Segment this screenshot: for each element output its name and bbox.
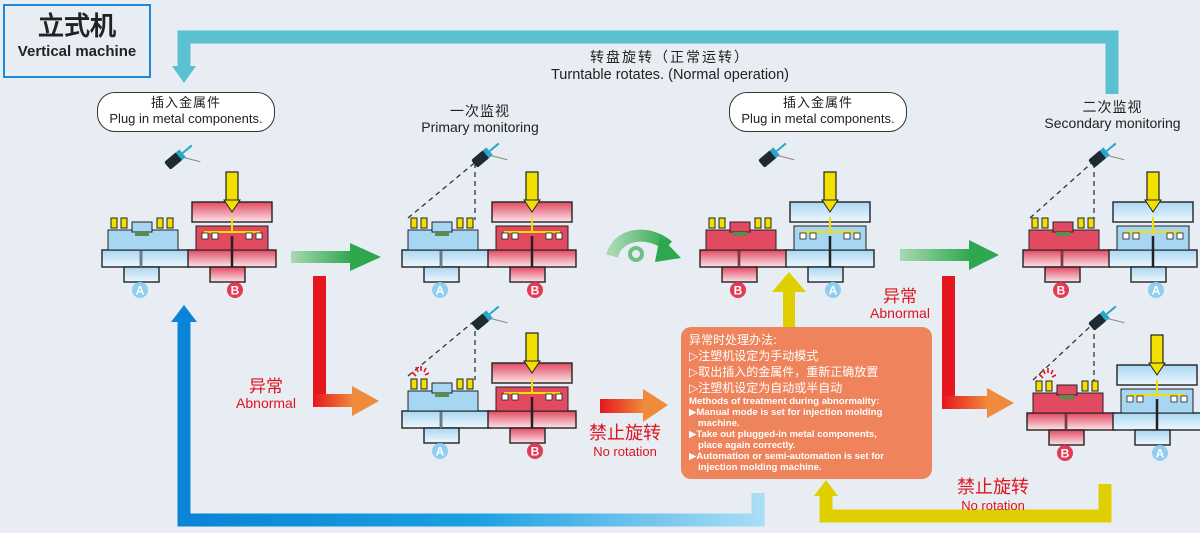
treatment-item-zh: ▷取出插入的金属件，重新正确放置 (689, 365, 879, 379)
abnormal-arrow-2 (942, 276, 1014, 418)
primary-monitoring-label: 一次监视 Primary monitoring (421, 104, 539, 135)
svg-text:A: A (436, 284, 445, 298)
treatment-item-en: ▶Automation or semi-automation is set fo… (689, 451, 885, 462)
lower-mold-b (699, 217, 789, 283)
normal-arrow-2 (900, 240, 999, 270)
svg-text:B: B (531, 445, 540, 459)
mold-badge-a: A (432, 443, 448, 459)
svg-text:A: A (1152, 284, 1161, 298)
treatment-item-zh: ▷注塑机设定为手动模式 (689, 349, 819, 363)
treatment-item-en: ▶Manual mode is set for injection moldin… (689, 407, 883, 418)
treatment-title-zh: 异常时处理办法: (689, 333, 778, 347)
plug-in-bubble-2: 插入金属件 Plug in metal components. (729, 92, 907, 132)
abnormal-label-2: 异常 Abnormal (870, 287, 930, 321)
mold-badge-a: A (132, 282, 148, 298)
treatment-item-zh: ▷注塑机设定为自动或半自动 (689, 381, 843, 395)
normal-arrow-1 (291, 243, 381, 271)
mold-badge-b: B (1053, 282, 1069, 298)
treatment-item-en-cont: machine. (698, 418, 740, 429)
upper-mold-a (785, 171, 875, 283)
alert-burst-icon (1038, 368, 1057, 379)
title-box: 立式机 Vertical machine (3, 4, 151, 78)
svg-text:A: A (136, 284, 145, 298)
no-rotation-arrow-1 (600, 389, 668, 422)
title-en: Vertical machine (17, 43, 137, 60)
mold-badge-a: A (432, 282, 448, 298)
mold-badge-b: B (730, 282, 746, 298)
mold-badge-b: B (527, 282, 543, 298)
mold-badge-b: B (227, 282, 243, 298)
abnormal-arrow-1 (313, 276, 379, 416)
mold-badge-b: B (1057, 445, 1073, 461)
camera-sight-lines (407, 159, 1096, 382)
svg-text:A: A (829, 284, 838, 298)
abnormality-treatment-box: 异常时处理办法: ▷注塑机设定为手动模式 ▷取出插入的金属件，重新正确放置 ▷注… (681, 327, 932, 479)
secondary-monitoring-label: 二次监视 Secondary monitoring (1044, 100, 1181, 131)
camera-sensor-icon (758, 142, 795, 168)
lower-mold-b (1026, 380, 1116, 446)
plug-in-bubble-1: 插入金属件 Plug in metal components. (97, 92, 275, 132)
camera-sensor-icon (1088, 142, 1125, 168)
svg-text:B: B (1057, 284, 1066, 298)
svg-text:B: B (734, 284, 743, 298)
treatment-to-station-arrow (772, 272, 806, 328)
svg-text:B: B (1061, 447, 1070, 461)
mold-badge-a: A (1152, 445, 1168, 461)
retry-loop-arrow (814, 480, 1112, 523)
lower-mold-b (1022, 217, 1112, 283)
upper-mold-b (187, 171, 277, 283)
abnormal-label-1: 异常 Abnormal (236, 377, 296, 411)
upper-mold-a (1108, 171, 1198, 283)
title-zh: 立式机 (37, 12, 116, 42)
treatment-title-en: Methods of treatment during abnormality: (689, 396, 880, 407)
no-rotation-label-2: 禁止旋转 No rotation (957, 477, 1029, 514)
treatment-item-en: ▶Take out plugged-in metal components, (689, 429, 877, 440)
treatment-item-en-cont: place again correctly. (698, 440, 796, 451)
lower-mold-a (101, 217, 191, 283)
lower-mold-a (401, 217, 491, 283)
mold-badge-a: A (1148, 282, 1164, 298)
mold-badge-a: A (825, 282, 841, 298)
upper-mold-b (487, 332, 577, 444)
rotate-icon (606, 229, 681, 262)
upper-mold-b (487, 171, 577, 283)
normal-operation-label: 转盘旋转（正常运转） Turntable rotates. (Normal op… (550, 50, 789, 83)
svg-text:A: A (1156, 447, 1165, 461)
no-rotation-label-1: 禁止旋转 No rotation (589, 423, 661, 460)
alert-burst-icon (411, 366, 430, 377)
camera-sensor-icon (164, 144, 201, 170)
svg-text:B: B (231, 284, 240, 298)
camera-sensor-icon (471, 305, 508, 331)
camera-sensor-icon (1088, 305, 1125, 331)
mold-badge-b: B (527, 443, 543, 459)
return-loop-arrow (171, 305, 765, 527)
camera-sensor-icon (471, 142, 508, 168)
upper-mold-a (1112, 334, 1200, 446)
svg-text:A: A (436, 445, 445, 459)
svg-text:B: B (531, 284, 540, 298)
normal-operation-loop-arrow (172, 30, 1119, 94)
lower-mold-a (401, 378, 491, 444)
treatment-item-en-cont: injection molding machine. (698, 462, 822, 473)
